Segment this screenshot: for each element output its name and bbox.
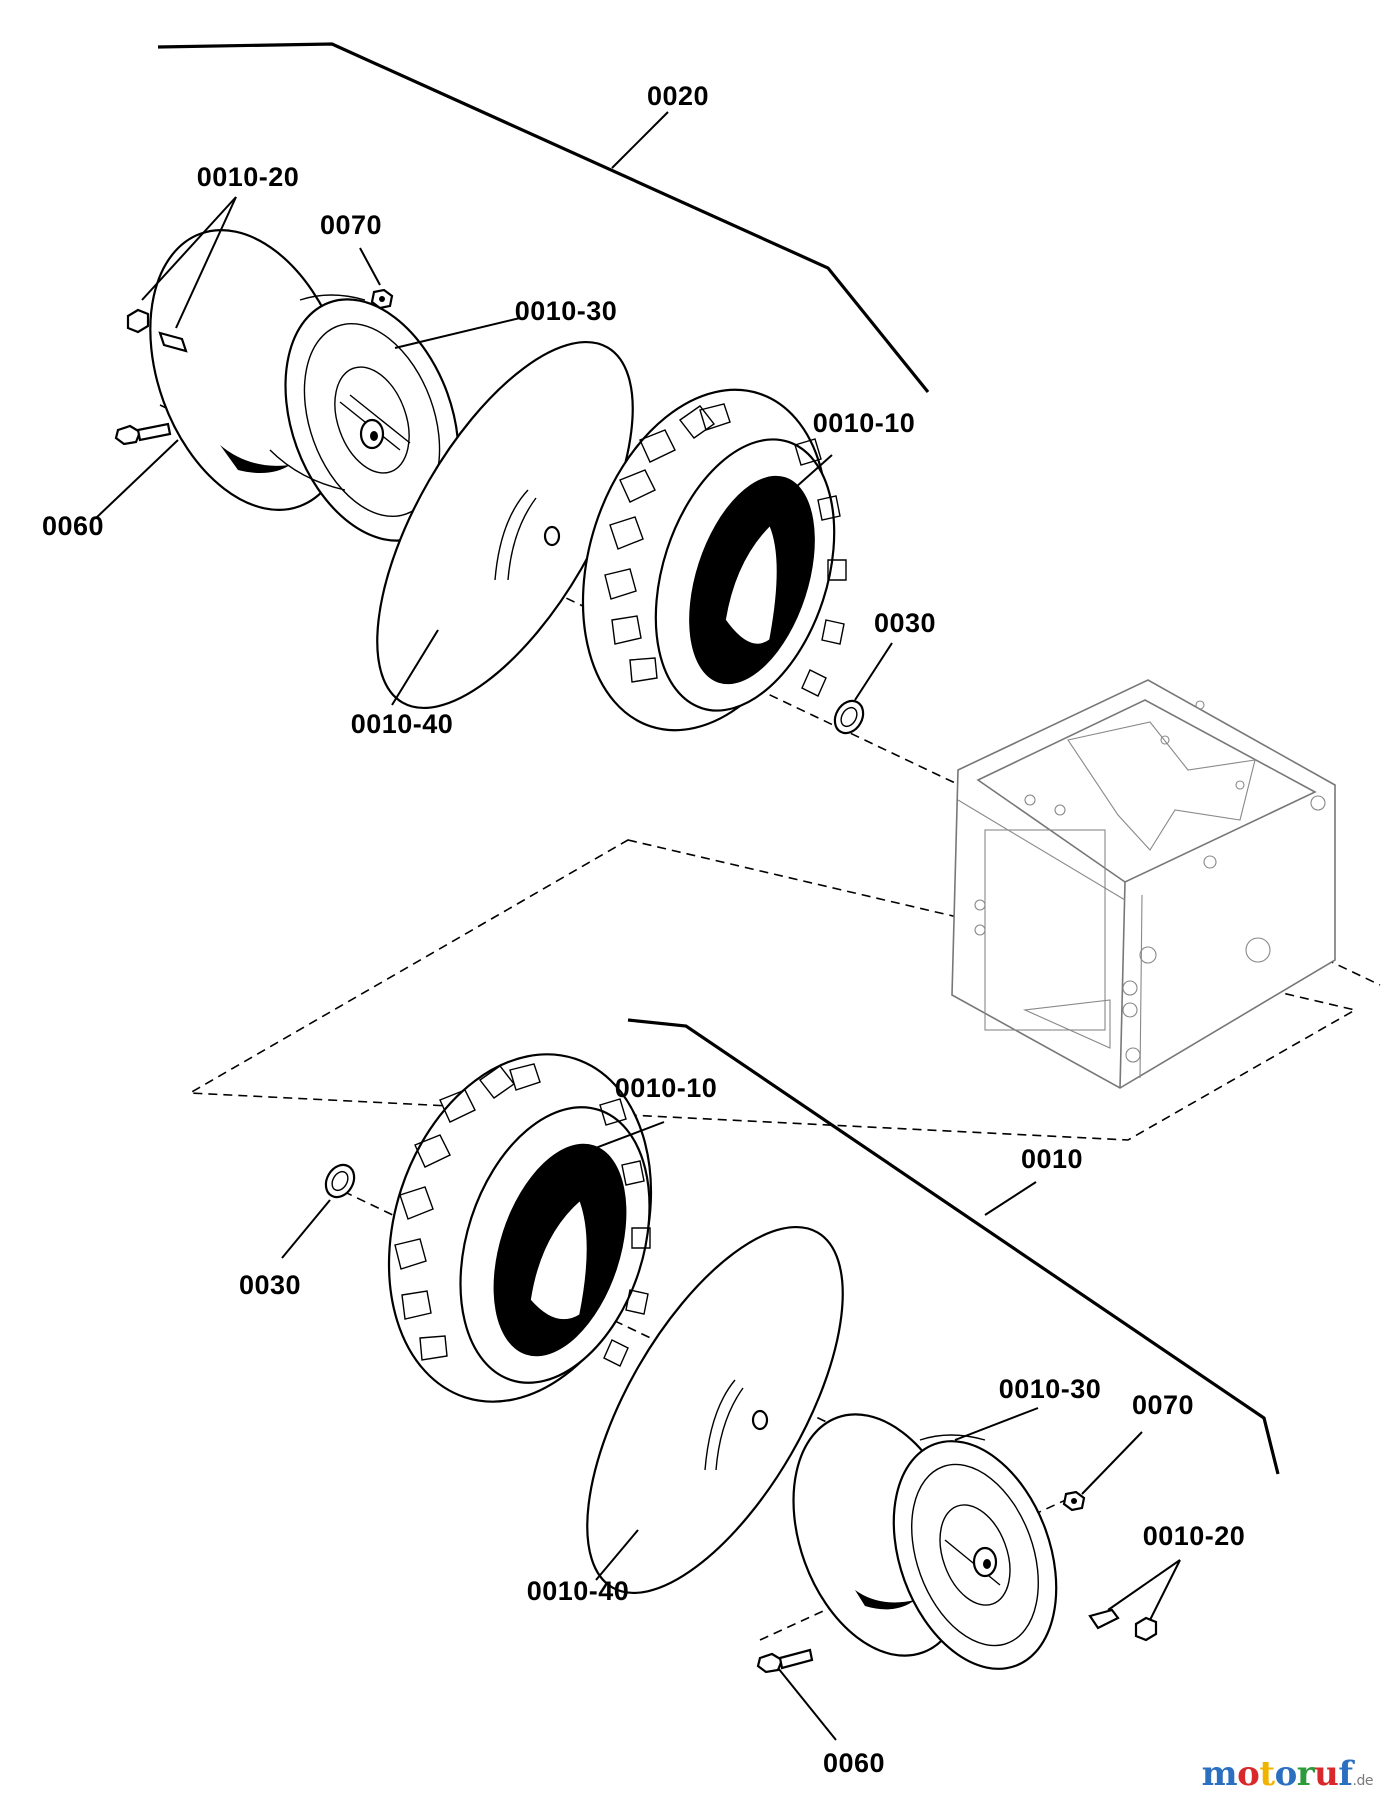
callout-0070-top: 0070: [320, 210, 382, 240]
callout-0070-bottom: 0070: [1132, 1390, 1194, 1420]
callout-0010-10-top: 0010-10: [813, 408, 916, 438]
callout-0060-bottom: 0060: [823, 1748, 885, 1778]
callout-0010-20-top: 0010-20: [197, 162, 300, 192]
wm-r: r: [1296, 1754, 1315, 1794]
callout-0030-bottom: 0030: [239, 1270, 301, 1300]
wm-u: u: [1314, 1754, 1339, 1794]
callout-0030-top: 0030: [874, 608, 936, 638]
callout-0010-40-top: 0010-40: [351, 709, 454, 739]
wm-suffix: .de: [1352, 1773, 1374, 1789]
callout-0010-30-top: 0010-30: [515, 296, 618, 326]
motoruf-watermark-logo: motoruf.de: [1201, 1754, 1374, 1794]
valve-stem-top: [126, 308, 188, 353]
inner-tube-top: [376, 340, 634, 710]
wm-o2: o: [1274, 1754, 1298, 1794]
wm-f: f: [1338, 1754, 1353, 1794]
bolt-bottom: [756, 1648, 814, 1674]
assembly-bracket-0020: [157, 42, 930, 394]
callout-0010-30-bottom: 0010-30: [999, 1374, 1102, 1404]
wm-o1: o: [1237, 1754, 1260, 1794]
lug-nut-top: [370, 288, 394, 310]
lug-nut-bottom: [1062, 1490, 1086, 1512]
bolt-top: [114, 422, 172, 446]
callout-0020: 0020: [647, 81, 709, 111]
wm-m: m: [1201, 1754, 1238, 1794]
leader-lines: [95, 111, 1181, 1741]
callout-0010-10-bottom: 0010-10: [615, 1073, 718, 1103]
callout-0010-40-bottom: 0010-40: [527, 1576, 630, 1606]
wm-t: t: [1259, 1754, 1275, 1794]
callout-0010-20-bottom: 0010-20: [1143, 1521, 1246, 1551]
tire-top: [581, 388, 847, 732]
valve-stem-bottom: [1088, 1608, 1158, 1642]
frame-housing: [951, 679, 1336, 1089]
rim-top: [149, 229, 460, 542]
tire-bottom: [387, 1053, 653, 1403]
inner-tube-bottom: [586, 1225, 844, 1595]
assembly-bracket-0010: [627, 1018, 1280, 1475]
retaining-ring-top: [833, 699, 865, 735]
rim-bottom: [792, 1413, 1058, 1670]
callout-0010-bottom: 0010: [1021, 1144, 1083, 1174]
callout-0060-top: 0060: [42, 511, 104, 541]
retaining-ring-bottom: [324, 1163, 356, 1199]
